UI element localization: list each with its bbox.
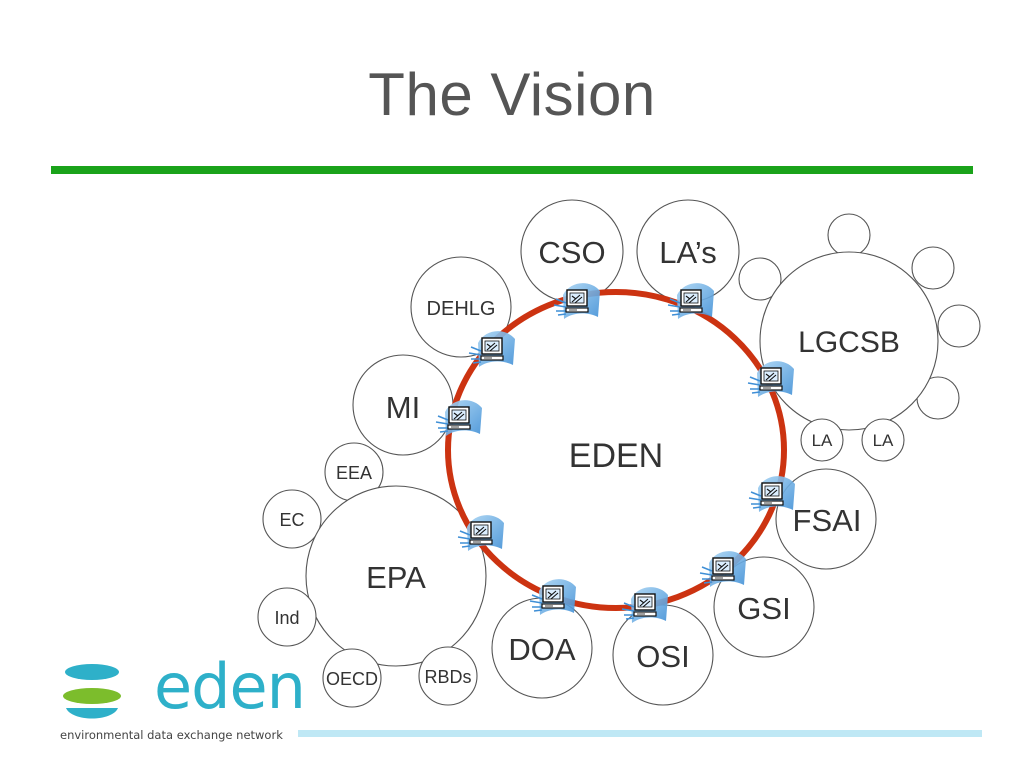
satellite-circle bbox=[827, 213, 871, 257]
node-label-fsai: FSAI bbox=[793, 503, 862, 538]
node-label-osi: OSI bbox=[636, 639, 689, 674]
node-circle-lgcsb bbox=[759, 251, 939, 431]
node-label-doa: DOA bbox=[508, 632, 576, 667]
title-divider bbox=[51, 166, 973, 174]
eden-logo-wordmark: eden bbox=[154, 650, 306, 723]
node-circle-rbds bbox=[418, 646, 478, 706]
eden-logo-mark bbox=[63, 664, 121, 719]
node-label-ind: Ind bbox=[274, 608, 299, 628]
node-circle-la-2 bbox=[861, 418, 905, 462]
node-circle-fsai bbox=[775, 468, 877, 570]
hub-label: EDEN bbox=[569, 437, 663, 475]
satellite-circle bbox=[911, 246, 955, 290]
node-label-dehlg: DEHLG bbox=[427, 298, 496, 320]
node-circle-la-1 bbox=[800, 418, 844, 462]
satellite-circle bbox=[738, 257, 782, 301]
slide-title: The Vision bbox=[368, 61, 656, 128]
node-label-la-2: LA bbox=[873, 431, 894, 450]
node-circle-dehlg bbox=[410, 256, 512, 358]
node-label-gsi: GSI bbox=[737, 591, 790, 626]
node-label-epa: EPA bbox=[366, 560, 426, 595]
node-label-rbds: RBDs bbox=[424, 667, 471, 687]
node-label-ec: EC bbox=[279, 510, 304, 530]
node-label-las: LA’s bbox=[659, 235, 716, 270]
node-label-oecd: OECD bbox=[326, 669, 378, 689]
eden-ring bbox=[445, 289, 787, 611]
node-circle-ind bbox=[257, 587, 317, 647]
node-label-la-1: LA bbox=[812, 431, 833, 450]
satellite-circle bbox=[937, 304, 981, 348]
node-circle-ec bbox=[262, 489, 322, 549]
eden-logo-tagline: environmental data exchange network bbox=[60, 728, 283, 742]
node-circle-epa bbox=[305, 485, 487, 667]
node-label-mi: MI bbox=[386, 390, 420, 425]
node-label-eea: EEA bbox=[336, 463, 372, 483]
node-circle-oecd bbox=[322, 648, 382, 708]
footer-divider bbox=[298, 730, 982, 737]
eden-logo: eden environmental data exchange network bbox=[58, 652, 306, 746]
node-label-lgcsb: LGCSB bbox=[798, 326, 900, 359]
node-label-cso: CSO bbox=[538, 235, 605, 270]
